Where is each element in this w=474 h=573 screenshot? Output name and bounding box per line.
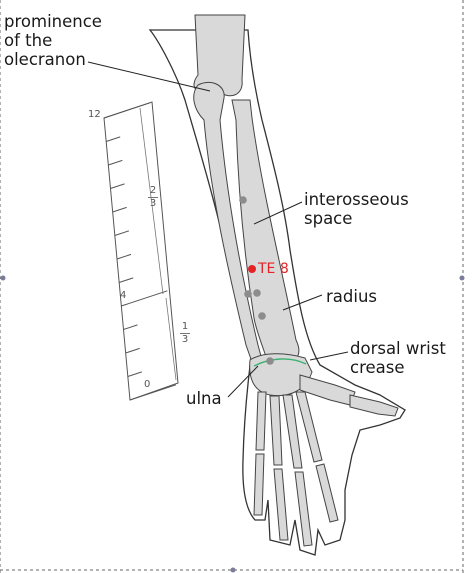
carpals xyxy=(249,353,313,397)
leader-interosseous xyxy=(253,201,303,225)
tick-label-0: 0 xyxy=(144,379,151,390)
scale-tick xyxy=(123,324,138,330)
wrist-crease xyxy=(253,358,307,367)
fraction-one-third: 1 3 xyxy=(180,322,190,345)
scale-tick xyxy=(103,102,151,119)
scale-tick xyxy=(125,347,140,354)
leader-radius xyxy=(282,294,323,311)
thumb-phalanx xyxy=(349,394,399,417)
frame-handle-left xyxy=(0,275,6,281)
marker-1 xyxy=(239,196,247,204)
leader-dorsal xyxy=(309,351,349,361)
scale-tick xyxy=(129,384,177,401)
fraction-arrows xyxy=(139,107,177,381)
scale-tick xyxy=(110,183,125,189)
label-prominence-line1: prominence xyxy=(4,12,102,31)
scale-tick xyxy=(106,136,121,142)
label-te8: TE 8 xyxy=(258,261,289,277)
bones xyxy=(193,14,399,547)
middle-phal xyxy=(294,471,313,547)
fraction-denominator: 3 xyxy=(181,334,189,345)
label-prominence-line3: olecranon xyxy=(4,50,86,69)
scale-tick xyxy=(121,290,168,307)
ring-phal xyxy=(273,468,289,541)
measure-scale xyxy=(103,101,179,401)
index-phal xyxy=(315,463,339,523)
label-ulna: ulna xyxy=(186,389,222,408)
marker-3 xyxy=(253,289,261,297)
fraction-denominator: 3 xyxy=(149,198,157,209)
fraction-two-thirds: 2 3 xyxy=(148,186,158,209)
marker-4 xyxy=(258,312,266,320)
label-prominence: prominence of the olecranon xyxy=(4,12,102,69)
label-prominence-line2: of the xyxy=(4,31,53,50)
little-phal xyxy=(253,453,265,516)
label-dorsal-crease: dorsal wrist crease xyxy=(350,339,446,377)
label-interosseous: interosseous space xyxy=(304,190,409,228)
fraction-numerator: 1 xyxy=(181,321,189,332)
fraction-numerator: 2 xyxy=(149,185,157,196)
scale-tick xyxy=(119,277,134,283)
scale-tick xyxy=(114,230,129,236)
little-meta xyxy=(255,391,267,451)
index-meta xyxy=(295,391,323,463)
middle-meta xyxy=(282,394,303,469)
tick-label-12: 12 xyxy=(88,109,101,120)
label-radius: radius xyxy=(326,287,378,306)
label-dorsal-line2: crease xyxy=(350,358,405,377)
frame-handle-right xyxy=(459,275,465,281)
te8-point xyxy=(248,265,256,273)
marker-2 xyxy=(244,290,252,298)
label-interosseous-line1: interosseous xyxy=(304,190,409,209)
scale-tick xyxy=(127,371,142,377)
leader-lines xyxy=(87,61,349,398)
frame xyxy=(0,0,464,573)
tick-label-4: 4 xyxy=(120,290,127,301)
leader-olecranon xyxy=(87,61,211,92)
reference-points xyxy=(239,196,274,365)
label-dorsal-line1: dorsal wrist xyxy=(350,339,446,358)
ring-meta xyxy=(269,395,283,466)
scale-tick xyxy=(108,159,123,166)
marker-5 xyxy=(266,357,274,365)
scale-tick xyxy=(116,253,132,260)
scale-ticks xyxy=(103,102,177,401)
leader-ulna xyxy=(227,365,259,398)
label-interosseous-line2: space xyxy=(304,209,353,228)
scale-tick xyxy=(112,206,127,213)
frame-handle-bottom xyxy=(230,567,236,573)
